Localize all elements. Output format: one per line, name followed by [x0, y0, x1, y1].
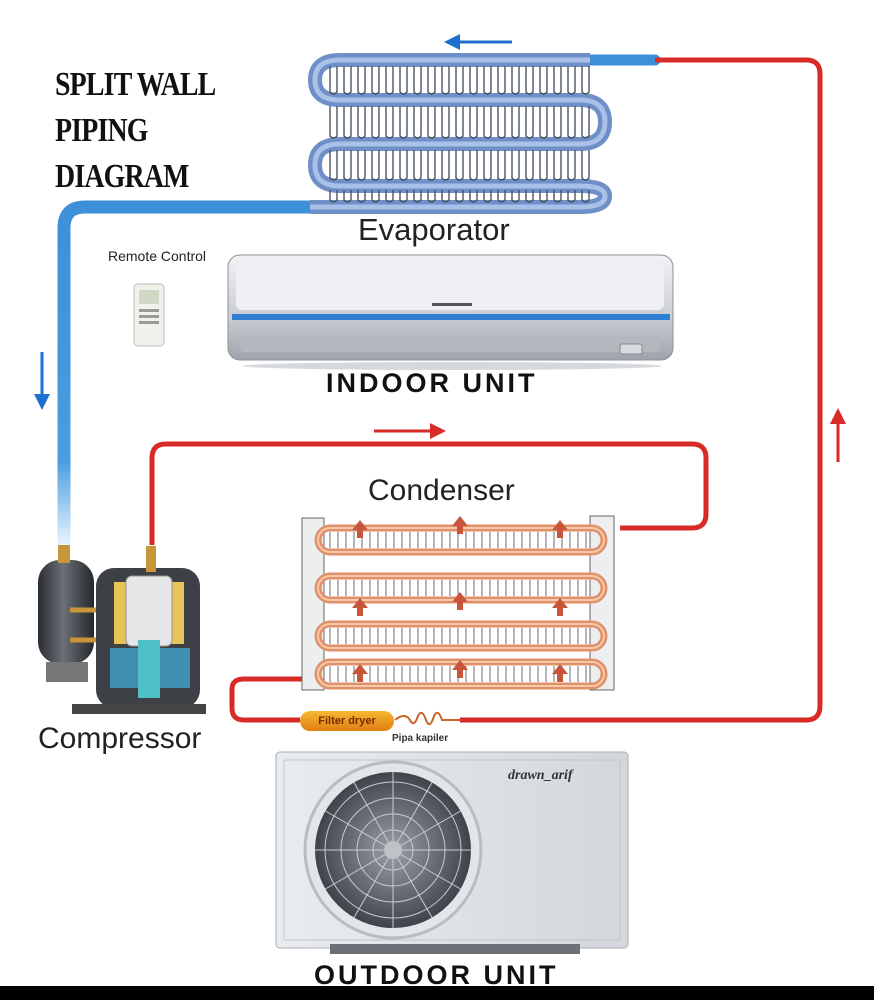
condenser-coil: [301, 515, 615, 691]
title-line: SPLIT WALL: [55, 66, 216, 103]
discharge-line: [149, 441, 709, 545]
indoor-unit-body: [227, 254, 674, 370]
filter-dryer-label: Filter dryer: [300, 711, 394, 731]
title-line: DIAGRAM: [55, 158, 189, 195]
arrow-left-icon: [444, 34, 512, 50]
evaporator-label: Evaporator: [358, 212, 510, 247]
outdoor-unit-label: OUTDOOR UNIT: [314, 960, 559, 990]
liquid-line: [229, 57, 823, 723]
title-line: PIPING: [55, 112, 148, 149]
signature-label: drawn_arif: [508, 768, 573, 783]
arrow-down-icon: [34, 352, 50, 410]
remote-control-label: Remote Control: [108, 248, 207, 264]
arrow-right-icon: [374, 423, 446, 439]
suction-pipe: [57, 54, 661, 552]
fan-icon: [303, 760, 483, 940]
diagram-title: SPLIT WALL PIPING DIAGRAM: [55, 62, 235, 200]
indoor-unit-label: INDOOR UNIT: [326, 368, 538, 398]
arrow-up-icon: [830, 408, 846, 462]
pipa-kapiler-label: Pipa kapiler: [392, 733, 449, 744]
compressor: [38, 545, 206, 714]
capillary-tube: [394, 711, 460, 726]
condenser-label: Condenser: [368, 474, 515, 507]
remote-control-icon: [133, 283, 165, 347]
bottom-bar: [0, 986, 874, 1000]
compressor-label: Compressor: [38, 722, 202, 755]
evaporator-coil: [308, 53, 612, 214]
